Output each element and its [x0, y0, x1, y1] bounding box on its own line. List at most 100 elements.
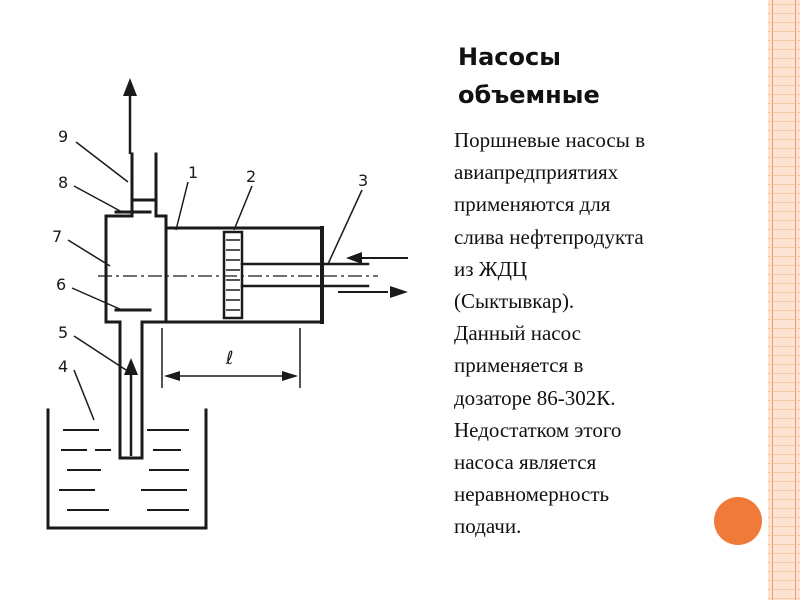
edge-tick [768, 67, 800, 68]
edge-tick [768, 130, 800, 131]
label-stroke-length: ℓ [225, 348, 233, 369]
title-line-1: Насосы [458, 43, 561, 71]
arrow-head-left [346, 252, 362, 264]
edge-tick [768, 175, 800, 176]
edge-tick [768, 364, 800, 365]
edge-tick [768, 157, 800, 158]
edge-line [795, 0, 796, 600]
label-2: 2 [246, 167, 256, 186]
edge-tick [768, 526, 800, 527]
edge-tick [768, 148, 800, 149]
cylinder [164, 214, 324, 324]
edge-tick [768, 418, 800, 419]
edge-tick [768, 13, 800, 14]
edge-tick [768, 490, 800, 491]
label-3: 3 [358, 171, 368, 190]
edge-tick [768, 409, 800, 410]
edge-tick [768, 337, 800, 338]
edge-tick [768, 76, 800, 77]
slide-body-text: Поршневые насосы в авиапредприятиях прим… [454, 128, 645, 539]
edge-tick [768, 571, 800, 572]
label-6: 6 [56, 275, 66, 294]
edge-tick [768, 598, 800, 599]
edge-tick [768, 193, 800, 194]
edge-tick [768, 382, 800, 383]
piston [222, 230, 244, 320]
label-5: 5 [58, 323, 68, 342]
leader-lines [67, 141, 363, 421]
edge-tick [768, 535, 800, 536]
edge-tick [768, 238, 800, 239]
edge-tick [768, 400, 800, 401]
edge-tick [768, 355, 800, 356]
edge-tick [768, 454, 800, 455]
edge-tick [768, 562, 800, 563]
edge-tick [768, 292, 800, 293]
label-9: 9 [58, 127, 68, 146]
edge-tick [768, 589, 800, 590]
label-7: 7 [52, 227, 62, 246]
edge-tick [768, 499, 800, 500]
edge-tick [768, 31, 800, 32]
edge-tick [768, 211, 800, 212]
edge-tick [768, 40, 800, 41]
edge-tick [768, 85, 800, 86]
edge-tick [768, 328, 800, 329]
suction-pipe [118, 320, 144, 460]
edge-tick [768, 274, 800, 275]
slide-title: Насосы объемные [458, 38, 758, 114]
liquid-hatching [59, 429, 189, 511]
tank-outline [46, 408, 208, 530]
edge-tick [768, 283, 800, 284]
arrow-head-up [124, 358, 138, 375]
edge-tick [768, 121, 800, 122]
edge-tick [768, 184, 800, 185]
piston-hatching [226, 239, 240, 311]
edge-tick [768, 472, 800, 473]
edge-tick [768, 220, 800, 221]
piston-rod [240, 262, 370, 288]
arrow-head-right [390, 286, 408, 298]
piston-pump-diagram: 9 8 7 6 5 4 1 2 3 ℓ [46, 78, 408, 530]
edge-tick [768, 202, 800, 203]
edge-tick [768, 22, 800, 23]
edge-tick [768, 508, 800, 509]
edge-tick [768, 247, 800, 248]
edge-tick [768, 580, 800, 581]
valve-chamber [104, 198, 168, 324]
edge-tick [768, 58, 800, 59]
edge-tick [768, 94, 800, 95]
edge-tick [768, 517, 800, 518]
edge-tick [768, 445, 800, 446]
edge-tick [768, 103, 800, 104]
edge-tick [768, 481, 800, 482]
dimension-arrow-left [164, 371, 180, 381]
edge-tick [768, 373, 800, 374]
label-4: 4 [58, 357, 68, 376]
edge-tick [768, 265, 800, 266]
edge-tick [768, 301, 800, 302]
edge-line [772, 0, 773, 600]
edge-tick [768, 256, 800, 257]
edge-tick [768, 427, 800, 428]
edge-tick [768, 391, 800, 392]
label-1: 1 [188, 163, 198, 182]
edge-tick [768, 436, 800, 437]
edge-tick [768, 229, 800, 230]
edge-tick [768, 346, 800, 347]
edge-tick [768, 544, 800, 545]
decorative-edge-strip [768, 0, 800, 600]
edge-band [768, 0, 800, 600]
edge-tick [768, 49, 800, 50]
edge-tick [768, 319, 800, 320]
edge-tick [768, 463, 800, 464]
edge-tick [768, 4, 800, 5]
dimension-arrow-right [282, 371, 298, 381]
accent-circle [714, 497, 762, 545]
edge-tick [768, 553, 800, 554]
edge-tick [768, 112, 800, 113]
edge-tick [768, 310, 800, 311]
arrow-head-up [123, 78, 137, 96]
edge-tick [768, 139, 800, 140]
